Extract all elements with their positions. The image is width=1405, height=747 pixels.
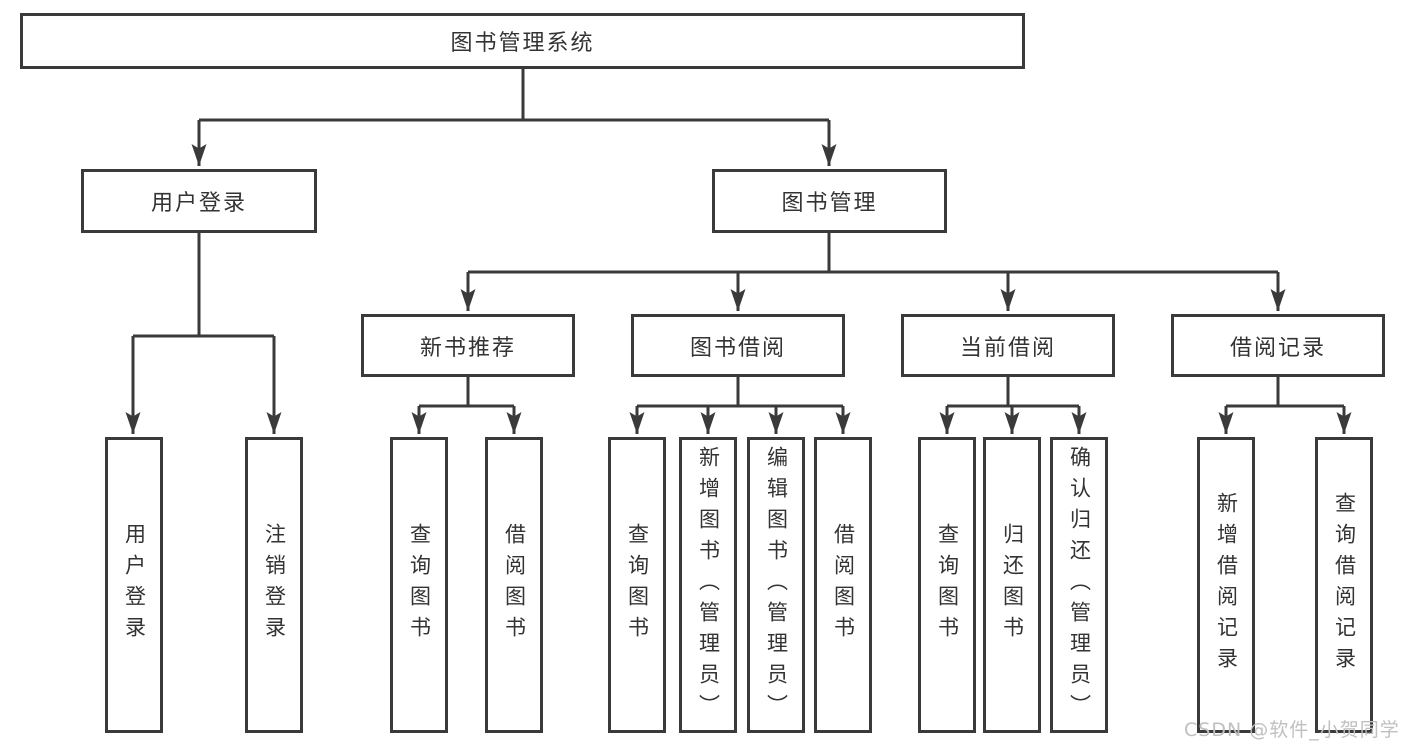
leaf-label: 查询图书 xyxy=(935,523,960,647)
node-leaf-edit-book-admin: 编辑图书（管理员） xyxy=(747,437,805,733)
node-leaf-borrow-books: 借阅图书 xyxy=(814,437,872,733)
node-leaf-return-book: 归还图书 xyxy=(983,437,1041,733)
node-leaf-logout: 注销登录 xyxy=(245,437,303,733)
node-leaf-query-books-borrow: 查询图书 xyxy=(608,437,666,733)
leaf-label: 用户登录 xyxy=(122,523,147,647)
leaf-label: 借阅图书 xyxy=(502,523,527,647)
node-book-management: 图书管理 xyxy=(712,169,947,233)
node-leaf-borrow-books-recommend: 借阅图书 xyxy=(485,437,543,733)
leaf-label: 查询借阅记录 xyxy=(1332,492,1357,678)
leaf-label: 归还图书 xyxy=(1000,523,1025,647)
node-current-borrow: 当前借阅 xyxy=(901,314,1115,377)
node-leaf-add-borrow-record: 新增借阅记录 xyxy=(1197,437,1255,733)
leaf-label: 注销登录 xyxy=(262,523,287,647)
node-user-login: 用户登录 xyxy=(81,169,317,233)
node-book-borrow: 图书借阅 xyxy=(631,314,845,377)
node-borrow-records: 借阅记录 xyxy=(1171,314,1385,377)
node-leaf-user-login: 用户登录 xyxy=(105,437,163,733)
leaf-label: 查询图书 xyxy=(625,523,650,647)
node-leaf-confirm-return-admin: 确认归还（管理员） xyxy=(1050,437,1108,733)
node-leaf-query-borrow-record: 查询借阅记录 xyxy=(1315,437,1373,733)
node-leaf-add-book-admin: 新增图书（管理员） xyxy=(679,437,737,733)
leaf-label: 查询图书 xyxy=(407,523,432,647)
leaf-label: 新增借阅记录 xyxy=(1214,492,1239,678)
leaf-label: 确认归还（管理员） xyxy=(1067,445,1092,725)
leaf-label: 编辑图书（管理员） xyxy=(764,445,789,725)
node-leaf-query-books-recommend: 查询图书 xyxy=(390,437,448,733)
leaf-label: 新增图书（管理员） xyxy=(696,445,721,725)
node-leaf-query-books-current: 查询图书 xyxy=(918,437,976,733)
csdn-watermark: CSDN @软件_小贺同学 xyxy=(1184,719,1400,741)
node-library-system: 图书管理系统 xyxy=(20,13,1025,69)
leaf-label: 借阅图书 xyxy=(831,523,856,647)
node-new-book-recommend: 新书推荐 xyxy=(361,314,575,377)
